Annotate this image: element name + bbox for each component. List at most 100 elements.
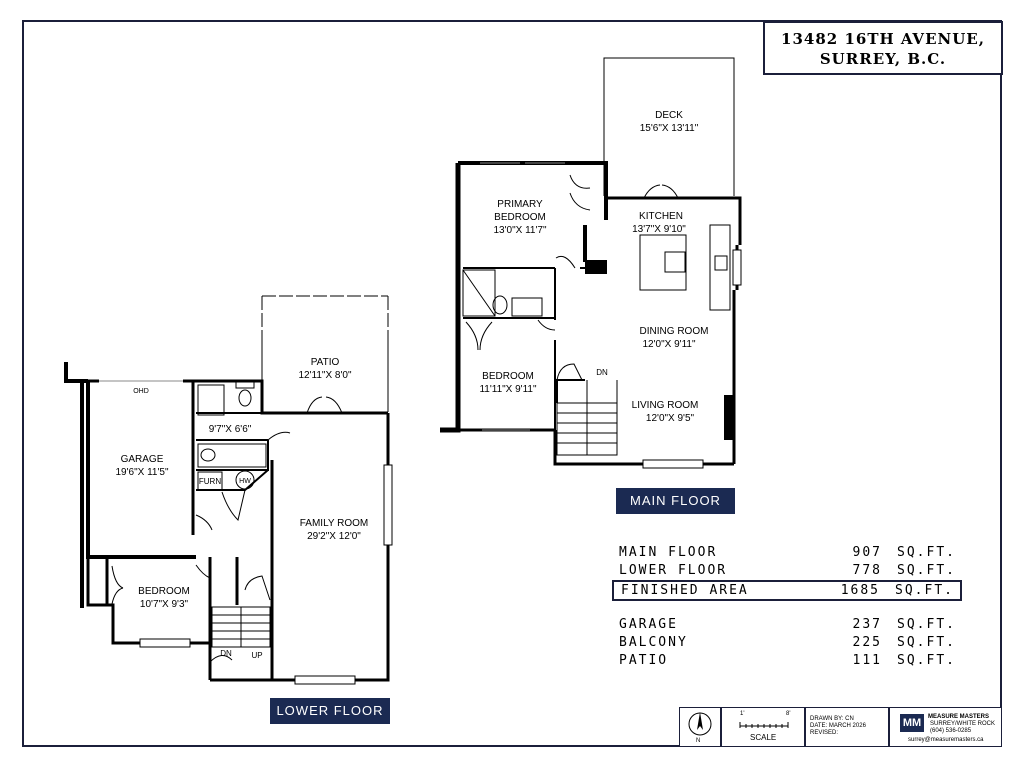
address-line-1: 13482 16TH AVENUE, [781,30,985,48]
lower-bath-dims: 9'7"X 6'6" [209,424,252,435]
kitchen-window [732,249,742,286]
kitchen-island [639,234,687,291]
area-unit: SQ.FT. [897,545,956,560]
cooktop-icon [664,251,686,273]
area-name: FINISHED AREA [621,583,749,598]
north-arrow-icon [688,712,712,736]
family-room-name: FAMILY ROOM [300,518,369,529]
bath-utility-walls [196,412,269,471]
deck-name: DECK [655,110,683,121]
patio-outline [261,295,389,342]
area-name: LOWER FLOOR [619,563,728,578]
company-logo: MM [900,714,924,732]
bedroom-name: BEDROOM [482,371,534,382]
lower-wall-north [193,379,388,415]
main-floor-tag: MAIN FLOOR [616,488,735,514]
main-wall-south [553,430,734,466]
living-room-dims: 12'0"X 9'5" [646,413,695,424]
drawing-frame [22,20,1002,747]
company-box: MM MEASURE MASTERS SURREY/WHITE ROCK (60… [889,707,1002,747]
area-row-total: FINISHED AREA 1685 SQ.FT. [612,580,962,601]
sink-icon [714,255,728,271]
area-name: PATIO [619,653,669,668]
bedroom-dims: 11'11"X 9'11" [479,384,537,395]
patio-door [306,396,343,414]
dining-room-name: DINING ROOM [640,326,709,337]
company-name: MEASURE MASTERS [928,714,990,720]
north-arrow-box: N [679,707,721,747]
scale-start: 1' [740,711,745,717]
stair-wall [556,379,585,403]
bedroom-closet-door [465,321,493,351]
vanity-icon [511,297,543,317]
garage-dims: 19'6"X 11'5" [116,467,169,478]
area-unit: SQ.FT. [895,583,954,598]
hot-water-tank [235,470,255,490]
primary-bedroom-name-2: BEDROOM [494,212,546,223]
area-value: 1685 [840,583,880,598]
drawn-by: DRAWN BY: CN [810,716,854,722]
area-row: BALCONY 225 SQ.FT. [612,634,962,652]
main-floor-plan [440,57,742,469]
kitchen-counter [709,224,731,311]
address-box: 13482 16TH AVENUE, SURREY, B.C. [763,21,1003,75]
lower-stair-dn: DN [220,649,232,658]
primary-door [555,255,576,269]
area-row: PATIO 111 SQ.FT. [612,652,962,670]
hw-label: HW [239,478,251,485]
bath-door [537,319,556,331]
drawing-info-box: DRAWN BY: CN DATE: MARCH 2026 REVISED: [805,707,889,747]
area-value: 237 [852,617,882,632]
lower-toilet-tank [235,379,255,389]
main-stair-dn: DN [596,368,608,377]
shower-icon [462,269,496,317]
patio-dims: 12'11"X 8'0" [299,370,352,381]
area-value: 907 [852,545,882,560]
lower-bedroom-dims: 10'7"X 9'3" [140,599,189,610]
area-unit: SQ.FT. [897,653,956,668]
bedroom-walls [105,557,212,680]
lower-wall-east [272,413,390,682]
primary-closet-door [569,174,591,211]
area-unit: SQ.FT. [897,563,956,578]
scale-label: SCALE [750,733,777,742]
area-row: LOWER FLOOR 778 SQ.FT. [612,562,962,580]
scale-box: 1' 8' SCALE [721,707,805,747]
deck-outline [603,57,735,196]
stair-door [556,363,583,381]
garage-name: GARAGE [121,454,164,465]
furnace-box [197,471,223,491]
living-room-name: LIVING ROOM [632,400,699,411]
dining-room-dims: 12'0"X 9'11" [643,339,696,350]
lower-stair-up: UP [251,651,262,660]
furn-label: FURN [199,477,221,486]
scale-bar-icon [739,722,789,728]
deck-dims: 15'6"X 13'11" [640,123,699,134]
lower-vanity [197,443,267,468]
main-stair-treads [557,380,618,455]
living-fireplace [724,395,734,440]
area-value: 111 [852,653,882,668]
main-wall-west [440,163,461,433]
area-value: 778 [852,563,882,578]
lower-floor-tag: LOWER FLOOR [270,698,390,724]
primary-bedroom-dims: 13'0"X 11'7" [494,225,547,236]
kitchen-wall-north [606,196,742,245]
address-line-2: SURREY, B.C. [819,50,947,68]
area-unit: SQ.FT. [897,635,956,650]
area-summary: MAIN FLOOR 907 SQ.FT. LOWER FLOOR 778 SQ… [612,544,962,670]
lower-stair-treads [212,607,270,647]
living-window [642,459,704,469]
lower-bedroom-closet-door [111,565,124,605]
kitchen-dims: 13'7"X 9'10" [632,224,686,235]
area-row: GARAGE 237 SQ.FT. [612,616,962,634]
fireplace-block [585,260,607,274]
patio-name: PATIO [311,357,340,368]
revised-label: REVISED: [810,730,839,736]
area-row: MAIN FLOOR 907 SQ.FT. [612,544,962,562]
lower-floor-labels: PATIO 12'11"X 8'0" GARAGE 19'6"X 11'5" 9… [116,357,369,660]
family-room-dims: 29'2"X 12'0" [307,531,361,542]
company-phone: (604) 536-0285 [930,728,972,734]
ohd-label: OHD [133,388,149,395]
